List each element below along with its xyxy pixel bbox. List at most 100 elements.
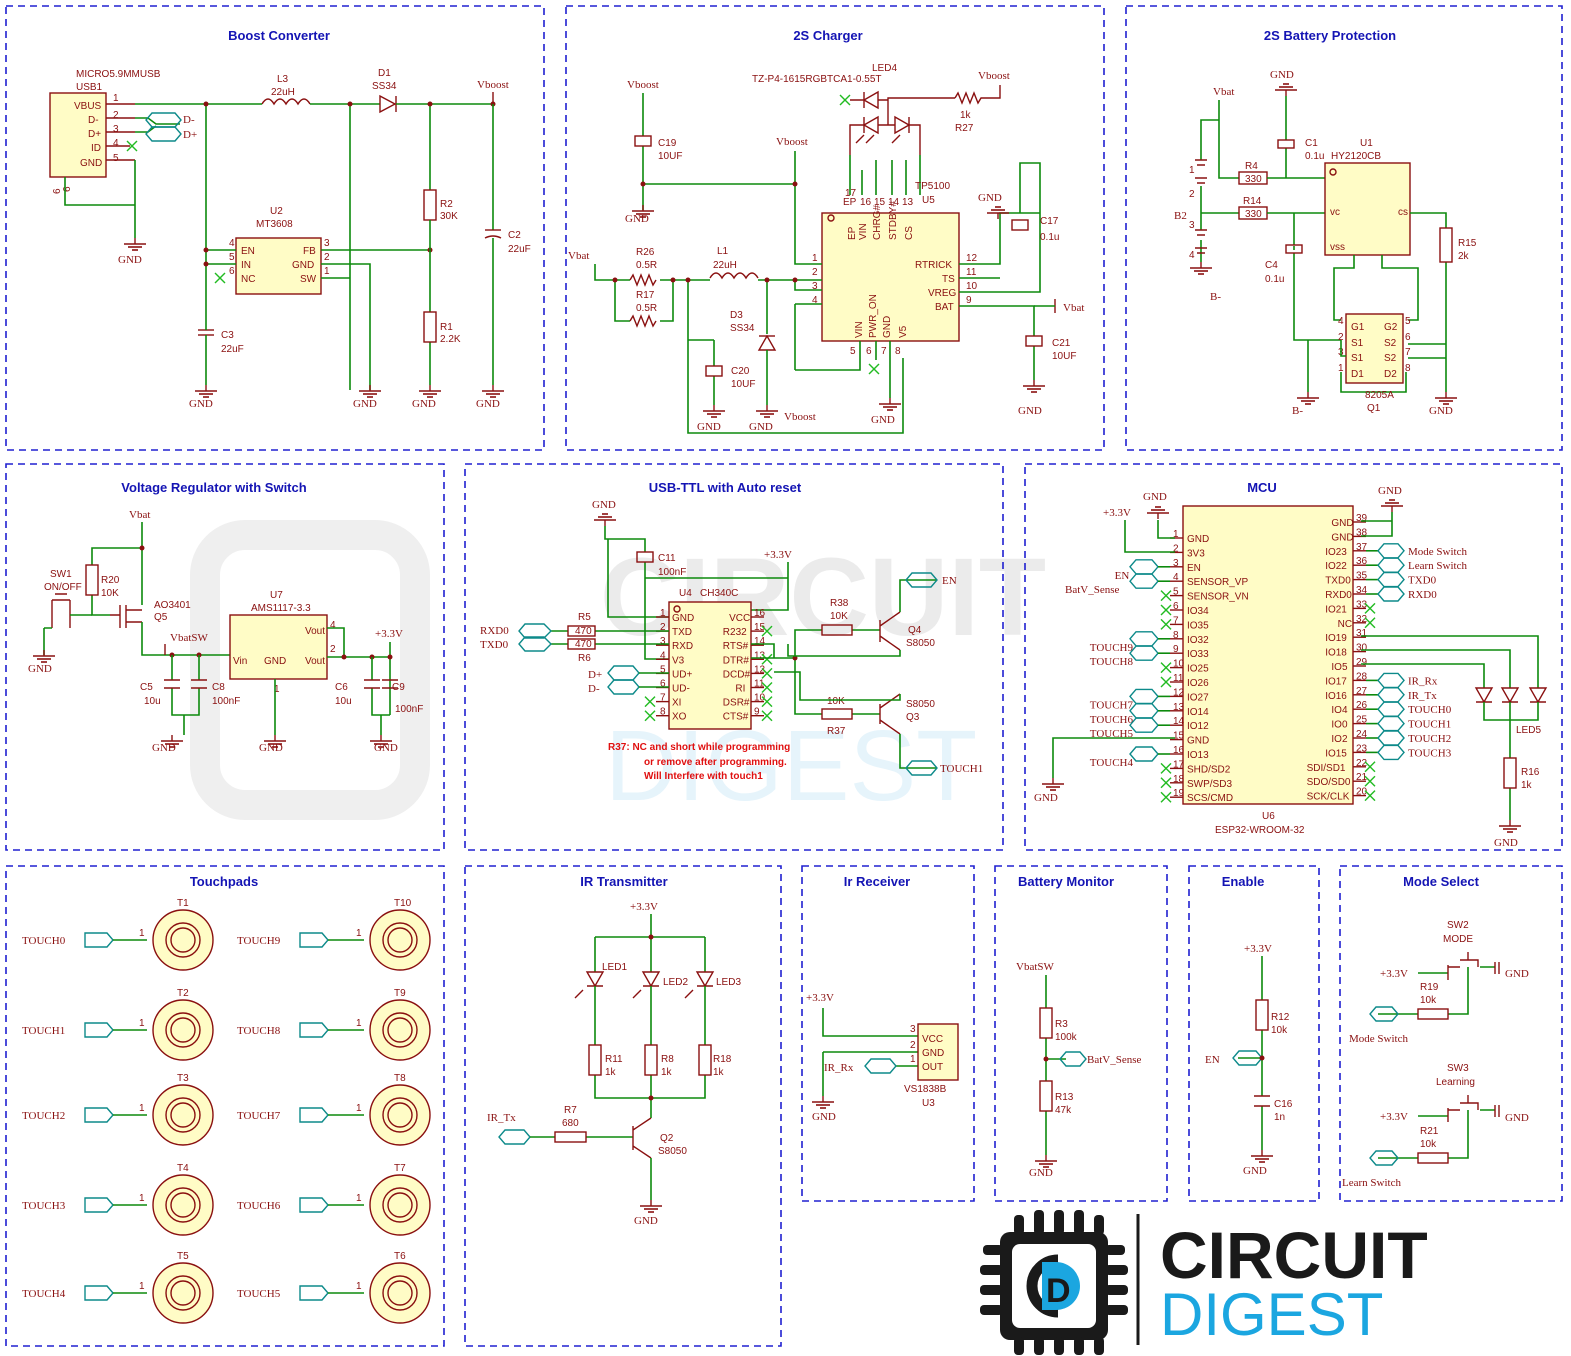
svg-text:1k: 1k [960, 110, 972, 121]
svg-text:GND: GND [118, 254, 142, 266]
svg-text:+3.3V: +3.3V [764, 549, 792, 561]
svg-text:C19: C19 [658, 138, 677, 149]
mcu-pin-num: 23 [1356, 743, 1368, 754]
svg-text:6: 6 [62, 186, 73, 192]
touchpad-net: TOUCH0 [22, 935, 66, 947]
touchpad [369, 1174, 431, 1236]
mcu-net-left: TOUCH4 [1090, 757, 1134, 769]
mcu-pin-num: 26 [1356, 700, 1368, 711]
svg-text:GND: GND [1270, 69, 1294, 81]
touchpad [152, 1174, 214, 1236]
svg-text:1: 1 [812, 253, 818, 264]
u4-pin-num: 3 [660, 636, 666, 647]
mcu-net-right: TXD0 [1408, 575, 1437, 587]
svg-text:17: 17 [845, 188, 857, 199]
u4-pin-num: 9 [754, 707, 760, 718]
u4-pin-right: DTR# [723, 655, 750, 666]
mcu-pin-left: SWP/SD3 [1187, 779, 1232, 790]
svg-text:GND: GND [1243, 1165, 1267, 1177]
svg-text:1: 1 [1189, 165, 1195, 176]
svg-text:4: 4 [812, 295, 818, 306]
svg-text:cs: cs [1398, 207, 1408, 218]
svg-text:S8050: S8050 [658, 1146, 687, 1157]
mcu-pin-num: 7 [1173, 615, 1179, 626]
touchpad-pin: 1 [356, 1103, 362, 1114]
mcu-pin-left: SENSOR_VN [1187, 592, 1249, 603]
svg-text:C20: C20 [731, 366, 750, 377]
svg-text:D+: D+ [183, 129, 197, 141]
mcu-pin-left: IO13 [1187, 750, 1209, 761]
svg-text:GND: GND [697, 421, 721, 433]
title-enable: Enable [1222, 874, 1265, 889]
svg-text:10k: 10k [1271, 1025, 1288, 1036]
ir-receiver: +3.3V VCC GND OUT 3 2 1 IR_Rx VS1838BU3 … [806, 992, 959, 1123]
svg-text:S1: S1 [1351, 353, 1364, 364]
svg-text:10UF: 10UF [658, 151, 682, 162]
svg-text:BAT: BAT [935, 302, 954, 313]
mcu-pin-right: IO16 [1325, 691, 1347, 702]
svg-text:DIGEST: DIGEST [605, 710, 977, 822]
svg-text:R5: R5 [578, 612, 591, 623]
logo-line2: DIGEST [1160, 1281, 1383, 1348]
svg-text:0.1u: 0.1u [1305, 151, 1324, 162]
svg-text:10K: 10K [827, 696, 845, 707]
svg-text:10K: 10K [101, 588, 119, 599]
svg-text:D-: D- [588, 683, 600, 695]
mcu-pin-num: 21 [1356, 772, 1368, 783]
svg-text:G2: G2 [1384, 322, 1398, 333]
touchpad-net: TOUCH8 [237, 1025, 281, 1037]
mcu-pin-left: EN [1187, 563, 1201, 574]
u4-pin-num: 12 [754, 664, 766, 675]
svg-text:OUT: OUT [922, 1062, 943, 1073]
svg-text:CHRG#: CHRG# [872, 205, 883, 240]
svg-text:D+: D+ [88, 129, 101, 140]
svg-text:2: 2 [910, 1040, 916, 1051]
svg-text:C11: C11 [658, 553, 676, 564]
mcu-pin-left: IO33 [1187, 649, 1209, 660]
svg-text:R3: R3 [1055, 1019, 1068, 1030]
mcu-pin-left: IO26 [1187, 678, 1209, 689]
svg-text:3: 3 [812, 281, 818, 292]
mcu-esp32: GND13V32EN3ENSENSOR_VP4BatV_SenseSENSOR_… [1034, 485, 1548, 849]
u4-pin-right: RTS# [723, 641, 749, 652]
svg-text:R13: R13 [1055, 1092, 1074, 1103]
svg-text:R19: R19 [1420, 982, 1439, 993]
svg-text:22uH: 22uH [271, 87, 295, 98]
svg-text:GND: GND [1143, 491, 1167, 503]
u4-pin-num: 5 [660, 664, 666, 675]
svg-text:VBUS: VBUS [74, 101, 102, 112]
u4-pin-right: RI [735, 684, 745, 695]
svg-text:10u: 10u [144, 696, 161, 707]
svg-text:Learn Switch: Learn Switch [1342, 1177, 1401, 1189]
svg-text:GND: GND [1029, 1167, 1053, 1179]
svg-text:R27: R27 [955, 123, 974, 134]
svg-text:C5: C5 [140, 682, 153, 693]
svg-text:CS: CS [904, 226, 915, 240]
svg-text:16: 16 [860, 197, 872, 208]
mcu-pin-num: 1 [1173, 529, 1179, 540]
svg-text:10k: 10k [1420, 1139, 1437, 1150]
svg-text:Q1: Q1 [1367, 403, 1381, 414]
svg-text:VCC: VCC [922, 1034, 943, 1045]
svg-text:+3.3V: +3.3V [1244, 943, 1272, 955]
circuit-digest-logo: D CIRCUIT DIGEST [980, 1210, 1428, 1355]
svg-text:GND: GND [152, 742, 176, 754]
mcu-pin-num: 25 [1356, 715, 1368, 726]
svg-text:C4: C4 [1265, 260, 1278, 271]
u4-pin-right: VCC [729, 613, 750, 624]
svg-text:EN: EN [942, 575, 957, 587]
svg-text:vss: vss [1330, 242, 1345, 253]
svg-text:Q5: Q5 [154, 612, 168, 623]
svg-text:GND: GND [882, 316, 893, 338]
mcu-pin-num: 35 [1356, 571, 1368, 582]
svg-text:B-: B- [1210, 291, 1221, 303]
svg-text:U2: U2 [270, 206, 283, 217]
svg-text:PWR_ON: PWR_ON [868, 294, 879, 338]
mcu-pin-left: GND [1187, 736, 1209, 747]
svg-text:6: 6 [229, 266, 235, 277]
mcu-pin-left: IO32 [1187, 635, 1209, 646]
